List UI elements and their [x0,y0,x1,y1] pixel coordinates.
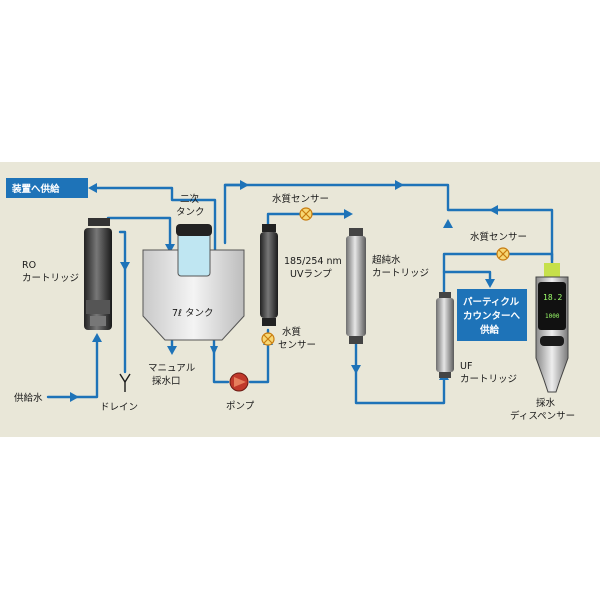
arrow-ro-up [92,333,102,342]
drain-label: ドレイン [100,402,138,413]
tank-label: 7ℓ タンク [172,308,214,319]
arrow-manual [167,346,177,355]
wq-sensor-mid-label-1: 水質 [282,326,301,338]
dispenser [535,263,569,393]
flow-arrows [70,180,498,402]
water-quality-sensor-right-icon [496,247,510,261]
uv-label-1: 185/254 nm [284,256,342,267]
ultrapure-cartridge [346,228,366,344]
particle-label-3: 供給 [479,324,500,336]
manual-outlet-label-2: 採水口 [152,375,181,387]
arrow-to-supply [88,183,97,193]
arrow-particle [485,279,495,288]
secondary-tank-label-1: 二次 [180,193,200,205]
feed-water-label: 供給水 [14,392,43,404]
arrow-pump-in [210,346,218,355]
supply-to-device-label: 装置へ供給 [11,183,60,195]
ro-label-1: RO [22,260,36,271]
particle-label-2: カウンターへ [463,310,521,322]
ultrapure-label-1: 超純水 [372,254,401,266]
ro-label-2: カートリッジ [22,273,79,284]
secondary-tank-label-2: タンク [176,207,205,218]
uf-label-2: カートリッジ [460,374,517,385]
arrow-ultrapure-down [351,365,361,374]
arrow-feed [70,392,79,402]
arrow-into-tank [165,244,175,253]
wq-sensor-mid-label-2: センサー [278,340,316,351]
arrow-ultrapure [344,209,353,219]
pump-icon [229,372,249,392]
water-quality-sensor-top-icon [299,207,313,221]
arrow-top-loop-2 [443,219,453,228]
uv-lamp [260,224,278,326]
pump-label: ポンプ [226,401,255,412]
dispenser-label-2: ディスペンサー [510,410,575,422]
secondary-tank [176,224,212,277]
wq-sensor-top-label: 水質センサー [272,193,329,205]
water-quality-sensor-mid-icon [261,332,275,346]
arrow-top-loop [395,180,404,190]
uf-label-1: UF [460,361,472,372]
particle-label-1: パーティクル [463,296,520,308]
arrow-to-tank-top [240,180,249,190]
arrow-right-loop [489,205,498,215]
uf-cartridge [436,292,454,378]
dispenser-label-1: 採水 [536,397,556,409]
dispenser-display-value: 18.2 [543,293,562,302]
dispenser-display [538,282,566,330]
particle-counter-box [457,289,527,341]
arrow-drain [120,262,130,271]
supply-to-device-box [6,178,88,198]
manual-outlet-label-1: マニュアル [148,363,196,374]
wq-sensor-right-label: 水質センサー [470,231,527,243]
ultrapure-label-2: カートリッジ [372,268,429,279]
uv-label-2: UVランプ [290,269,332,280]
dispenser-display-sub: 1000 [545,313,560,320]
ro-cartridge [84,218,112,330]
drain-icon [119,373,131,392]
main-tank [142,249,245,341]
